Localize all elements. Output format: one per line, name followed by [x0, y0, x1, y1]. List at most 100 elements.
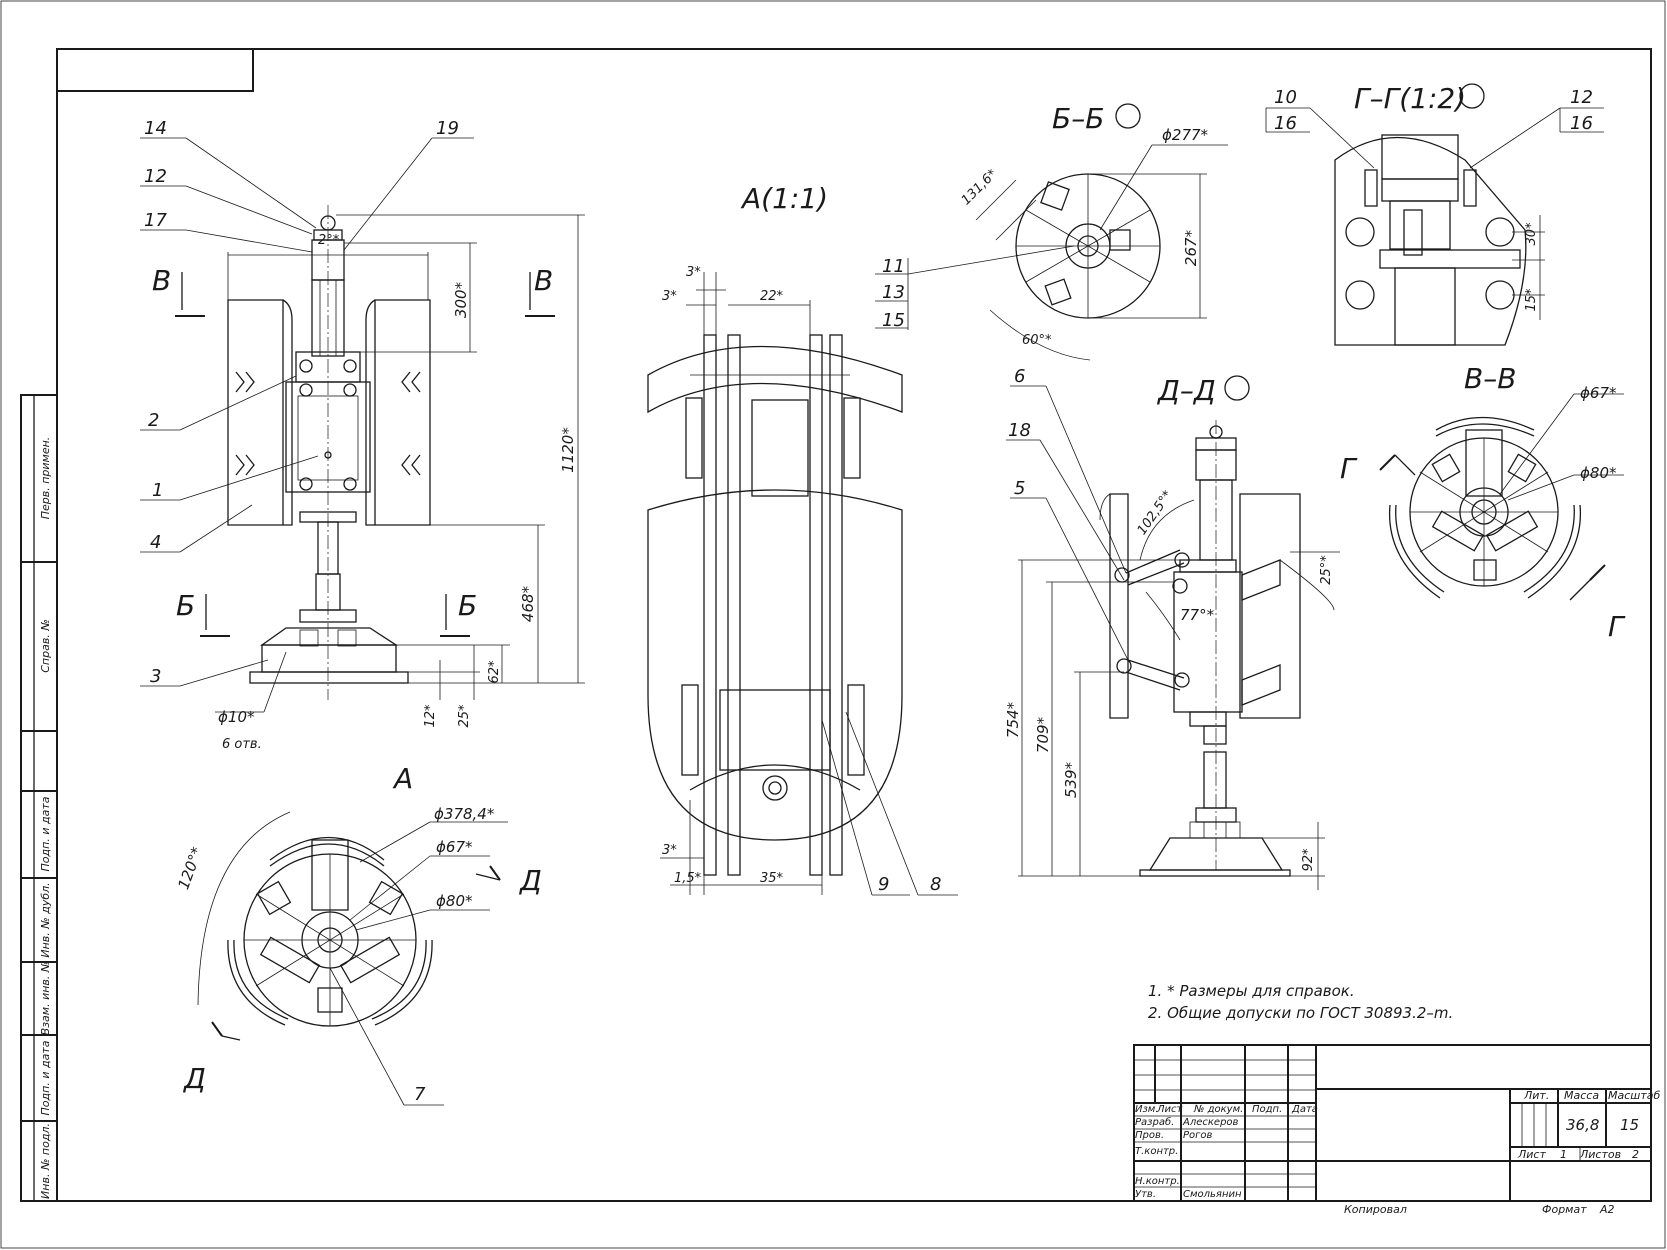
- dim-phi67-top: ϕ67*: [436, 838, 473, 856]
- dim-3-top: 3*: [686, 265, 701, 280]
- cut-mark-v-right: В: [534, 264, 553, 297]
- tb-mass-value: 36,8: [1566, 1116, 1599, 1134]
- tb-role: Утв.: [1135, 1189, 1156, 1200]
- dim-22: 22*: [760, 289, 784, 304]
- dim-25: 25*: [457, 704, 472, 728]
- tb-format-label: Формат: [1542, 1203, 1587, 1216]
- tb-format-value: А2: [1599, 1203, 1615, 1216]
- dim-300: 300*: [452, 281, 470, 318]
- callout-9: 9: [878, 874, 889, 895]
- tb-lit-label: Лит.: [1523, 1089, 1549, 1102]
- cut-mark-v-left: В: [152, 264, 171, 297]
- dim-phi80: ϕ80*: [1580, 464, 1617, 482]
- callout-15: 15: [882, 310, 905, 331]
- dim-77: 77°*: [1180, 606, 1215, 624]
- tb-copied: Копировал: [1344, 1203, 1407, 1216]
- tb-mass-label: Масса: [1564, 1089, 1599, 1102]
- dim-92: 92*: [1301, 848, 1316, 872]
- callout-8: 8: [930, 874, 941, 895]
- section-v-view: В–В Г Г ϕ67* ϕ80*: [1340, 362, 1626, 643]
- section-g-view: Г–Г(1:2) 30* 15* 10 16 12 16: [1265, 82, 1604, 346]
- callout-3: 3: [150, 666, 161, 687]
- callout-17: 17: [144, 210, 167, 231]
- note-2: 2. Общие допуски по ГОСТ 30893.2–m.: [1148, 1004, 1453, 1022]
- tb-role: Н.контр.: [1135, 1176, 1180, 1187]
- callout-12: 12: [144, 166, 167, 187]
- view-title-g: Г–Г(1:2): [1354, 82, 1466, 115]
- tb-name: Рогов: [1183, 1130, 1213, 1141]
- callout-4: 4: [150, 532, 161, 553]
- callout-10: 10: [1274, 87, 1297, 108]
- cut-mark-g-bottom: Г: [1608, 610, 1626, 643]
- callout-14: 14: [144, 118, 167, 139]
- cut-mark-b-left: Б: [176, 589, 195, 622]
- tb-role: Пров.: [1135, 1130, 1164, 1141]
- view-title-a: А(1:1): [740, 182, 828, 215]
- tb-header-sign: Подп.: [1252, 1104, 1282, 1115]
- callout-5: 5: [1014, 478, 1025, 499]
- drawing-frame: [56, 48, 1652, 1202]
- callout-7: 7: [414, 1084, 426, 1105]
- view-title-b: Б–Б: [1052, 102, 1104, 135]
- tb-scale-label: Масштаб: [1608, 1089, 1660, 1102]
- technical-notes: 1. * Размеры для справок. 2. Общие допус…: [1148, 982, 1453, 1022]
- callout-11: 11: [882, 256, 905, 277]
- callout-18: 18: [1008, 420, 1031, 441]
- dim-35: 35*: [760, 871, 784, 886]
- callout-13: 13: [882, 282, 905, 303]
- cut-mark-d-left: Д: [182, 1062, 206, 1095]
- tb-sheets-label: Листов: [1579, 1148, 1621, 1161]
- dim-3-mid: 3*: [662, 289, 677, 304]
- tb-header-doc: № докум.: [1193, 1104, 1243, 1115]
- callout-19: 19: [436, 118, 459, 139]
- tb-scale-value: 15: [1620, 1116, 1639, 1134]
- dim-709: 709*: [1034, 716, 1052, 753]
- strip-label: Подп. и дата: [39, 1040, 52, 1115]
- callout-1: 1: [152, 480, 163, 501]
- dim-phi80-top: ϕ80*: [436, 892, 473, 910]
- dim-1-5: 1,5*: [674, 871, 702, 886]
- dim-phi10: ϕ10*: [218, 708, 255, 726]
- dim-12: 12*: [423, 704, 438, 728]
- dim-30: 30*: [1524, 222, 1539, 246]
- dim-267: 267*: [1182, 229, 1200, 266]
- top-left-box: [56, 48, 254, 92]
- section-b-view: Б–Б 131,6* 267* ϕ277* 60°* 11 13 15: [875, 102, 1228, 361]
- dim-angle-2: 2°*: [318, 233, 340, 248]
- dim-phi277: ϕ277*: [1162, 126, 1209, 144]
- cut-mark-d-right: Д: [518, 864, 542, 897]
- view-title-v: В–В: [1464, 362, 1516, 395]
- dim-120: 120°*: [174, 844, 206, 892]
- tb-header-list: Лист: [1156, 1104, 1184, 1115]
- view-title-d: Д–Д: [1156, 374, 1216, 407]
- view-mark-a: А: [392, 762, 413, 795]
- dim-3-bottom: 3*: [662, 843, 677, 858]
- dim-754: 754*: [1004, 701, 1022, 738]
- callout-2: 2: [148, 410, 159, 431]
- front-view: В В Б Б 300* 1120* 468* 62* 25* 12* 2°*: [140, 118, 585, 752]
- cut-mark-b-right: Б: [458, 589, 477, 622]
- side-strip: Перв. примен. Справ. № Подп. и дата Инв.…: [20, 394, 58, 1202]
- dim-phi378-4: ϕ378,4*: [434, 805, 495, 823]
- strip-label: Подп. и дата: [39, 796, 52, 871]
- callout-12-right: 12: [1570, 87, 1593, 108]
- dim-15: 15*: [1524, 288, 1539, 312]
- tb-role: Т.контр.: [1135, 1146, 1178, 1157]
- cut-mark-g-top: Г: [1340, 452, 1358, 485]
- callout-6: 6: [1014, 366, 1025, 387]
- dim-phi67: ϕ67*: [1580, 384, 1617, 402]
- note-1: 1. * Размеры для справок.: [1148, 982, 1355, 1000]
- title-block: Изм. Лист № докум. Подп. Дата Разраб. Ал…: [1133, 1044, 1660, 1216]
- tb-name: Алескеров: [1182, 1117, 1239, 1128]
- dim-1120: 1120*: [559, 427, 577, 473]
- tb-name: Смольянин: [1183, 1189, 1242, 1200]
- strip-label: Взам. инв. №: [39, 961, 52, 1036]
- tb-role: Разраб.: [1135, 1116, 1174, 1128]
- section-d-view: Д–Д 102,5°* 77°*: [1004, 366, 1340, 890]
- dim-539: 539*: [1062, 761, 1080, 798]
- top-view: А Д Д 120°* ϕ378,4* ϕ67*: [174, 762, 542, 1106]
- strip-label: Инв. № подл.: [39, 1123, 52, 1199]
- strip-label: Справ. №: [39, 619, 52, 673]
